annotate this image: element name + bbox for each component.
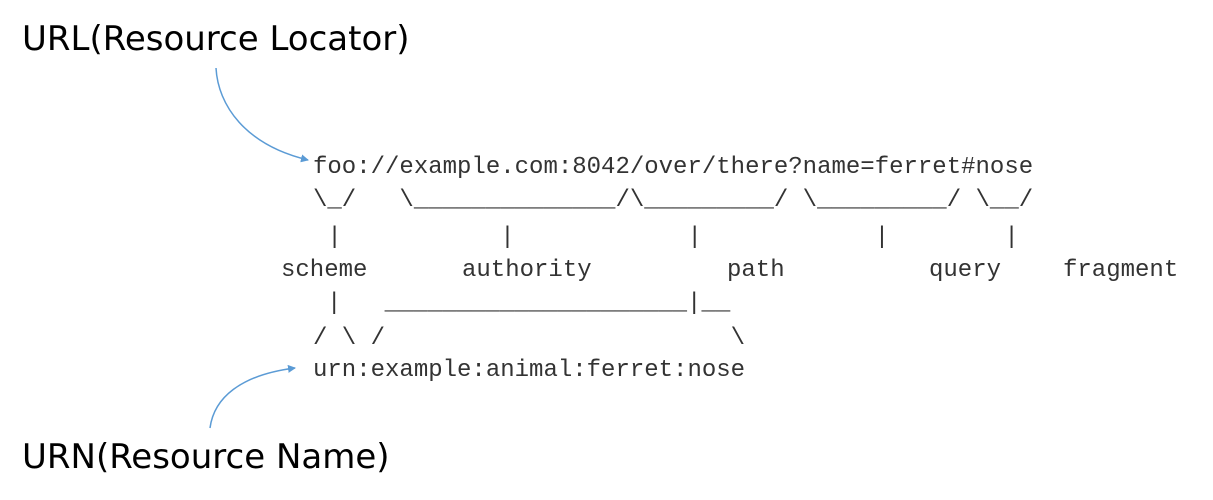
urn-arrow <box>209 364 296 429</box>
url-component-brackets: \_/ \______________/\_________/ \_______… <box>313 187 1034 214</box>
component-path: path <box>727 257 785 284</box>
url-label: URL(Resource Locator) <box>22 19 410 59</box>
url-example-text: foo://example.com:8042/over/there?name=f… <box>313 154 1034 181</box>
component-query: query <box>929 257 1002 284</box>
component-scheme: scheme <box>281 257 368 284</box>
urn-connector-bottom: / \ / \ <box>313 325 746 352</box>
component-fragment: fragment <box>1063 257 1179 284</box>
url-arrow <box>215 67 309 163</box>
url-component-ticks: | | | | | <box>313 224 1019 251</box>
urn-example-text: urn:example:animal:ferret:nose <box>313 357 746 384</box>
urn-label: URN(Resource Name) <box>22 437 390 477</box>
component-authority: authority <box>462 257 592 284</box>
urn-connector-top: | _____________________|__ <box>327 290 731 317</box>
